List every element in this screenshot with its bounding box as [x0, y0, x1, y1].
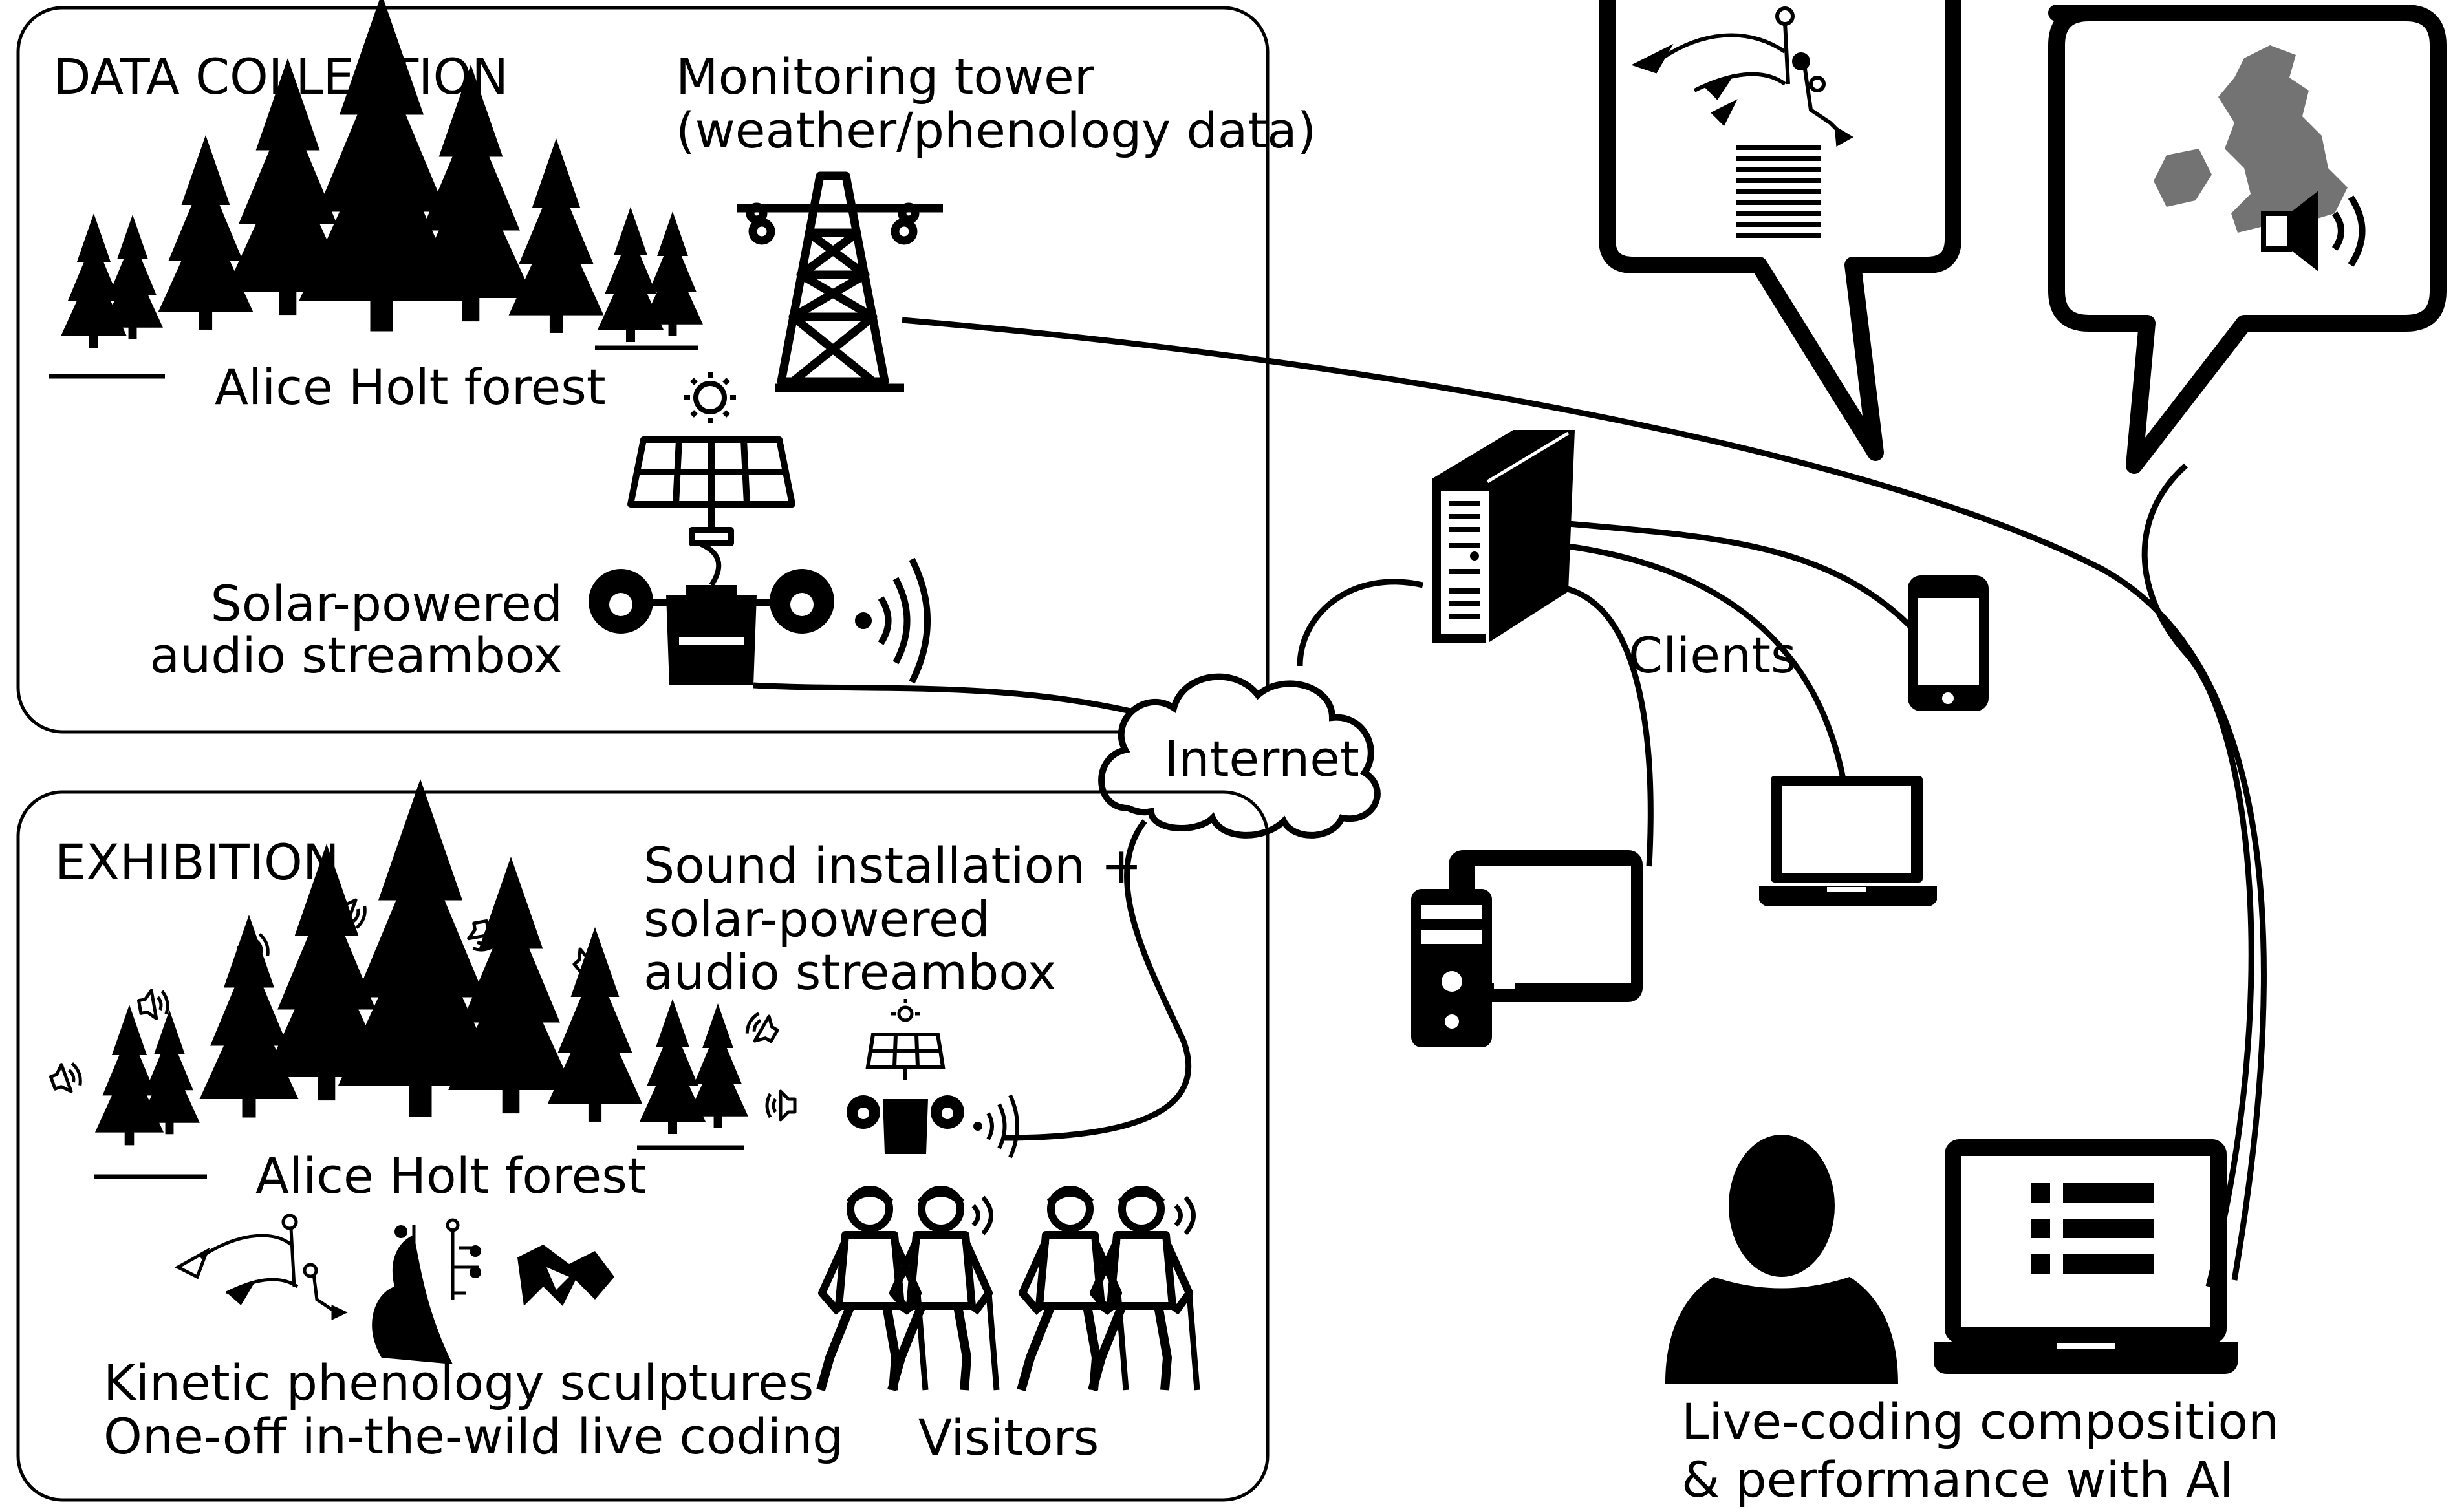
data-collection-box [16, 6, 1270, 734]
person-silhouette-icon [1665, 1135, 1898, 1384]
tree-icon [687, 1003, 748, 1128]
sculpture-thumbnail-icon [1631, 6, 1853, 147]
solar-panel-icon [627, 436, 795, 546]
performer-laptop-icon [1934, 1139, 2238, 1374]
link-server-to-laptop [1568, 543, 1846, 780]
client-devices: Clients [1411, 430, 1989, 1047]
monitoring-tower-icon [737, 171, 943, 392]
tablet-icon [1449, 850, 1643, 1002]
link-tower-to-performer [902, 317, 2267, 1281]
link-internet-to-installation [1002, 819, 1192, 1141]
speaker-icon [767, 1091, 795, 1120]
cloud-icon [1098, 673, 1381, 839]
desktop-computer-icon [1411, 889, 1492, 1047]
link-bubble-to-performer [2141, 463, 2254, 1288]
installation-label-line1: Sound installation + [643, 837, 1142, 894]
link-server-to-tablet [1564, 585, 1654, 867]
sound-wave-icon [855, 557, 931, 684]
tree-icon [508, 138, 604, 333]
uk-map-icon [2154, 45, 2348, 233]
speech-bubble-icon [2048, 5, 2447, 474]
performer-group: Live-coding composition & performance wi… [1665, 1135, 2279, 1508]
sculpture-icon [517, 1245, 614, 1306]
server-icon [1432, 430, 1575, 643]
kinetic-sculptures [174, 1214, 614, 1364]
connection-lines [753, 317, 2267, 1288]
laptop-icon [1759, 776, 1937, 906]
link-internet-to-server [1297, 579, 1423, 667]
visitors-group [821, 1190, 1197, 1390]
internet-cloud: Internet [1098, 673, 1381, 839]
performer-label-line2: & performance with AI [1681, 1451, 2234, 1508]
exhibition-forest-label: Alice Holt forest [255, 1147, 647, 1204]
speaker-icon [48, 1060, 83, 1096]
sculptures-label-line1: Kinetic phenology sculptures [103, 1354, 814, 1411]
tower-label-line2: (weather/phenology data) [676, 102, 1316, 159]
sun-icon [684, 372, 736, 423]
tree-icon [199, 915, 299, 1118]
speaker-icon [2261, 191, 2366, 272]
sculpture-icon [372, 1218, 481, 1364]
data-lines-icon [1736, 145, 1821, 238]
sculptures-label-line2: One-off in-the-wild live coding [103, 1407, 843, 1465]
exhibition-panel: EXHIBITION Sound installation + solar-po… [16, 779, 1270, 1502]
data-collection-panel: DATA COLLECTION Monitoring tower (weathe… [16, 0, 1316, 734]
sculpture-icon [174, 1214, 348, 1320]
installation-label-line2: solar-powered [643, 890, 990, 948]
performer-label-line1: Live-coding composition [1681, 1393, 2279, 1450]
tree-icon [139, 1010, 200, 1135]
visitors-label: Visitors [918, 1409, 1099, 1466]
streambox-icon [589, 540, 834, 685]
installation-label-line3: audio streambox [643, 943, 1056, 1001]
code-list-icon [2031, 1183, 2154, 1274]
clients-label: Clients [1628, 626, 1797, 684]
exhibition-forest-group [94, 779, 748, 1179]
speech-bubble-sculpture [1599, 0, 1961, 461]
smartphone-icon [1908, 575, 1989, 711]
forest-label: Alice Holt forest [215, 358, 606, 416]
tree-icon [102, 215, 163, 339]
tree-icon [158, 135, 254, 330]
streambox-label-line1: Solar-powered [211, 575, 563, 632]
visitor-icon [892, 1190, 997, 1390]
speaker-icon [743, 1009, 781, 1048]
internet-label: Internet [1164, 730, 1359, 787]
speech-bubble-map [2048, 5, 2447, 474]
streambox-label-line2: audio streambox [150, 626, 563, 684]
exhibition-box [16, 790, 1270, 1502]
exhibition-title: EXHIBITION [55, 833, 340, 891]
mini-streambox-icon [847, 999, 1019, 1159]
forest-group [49, 0, 703, 379]
tree-icon [642, 211, 703, 336]
tower-label-line1: Monitoring tower [676, 48, 1095, 105]
speaker-icon [137, 988, 169, 1021]
link-server-to-phone [1568, 520, 1917, 633]
sound-wave-icon [971, 1195, 1196, 1236]
link-streambox-to-internet [753, 682, 1159, 721]
